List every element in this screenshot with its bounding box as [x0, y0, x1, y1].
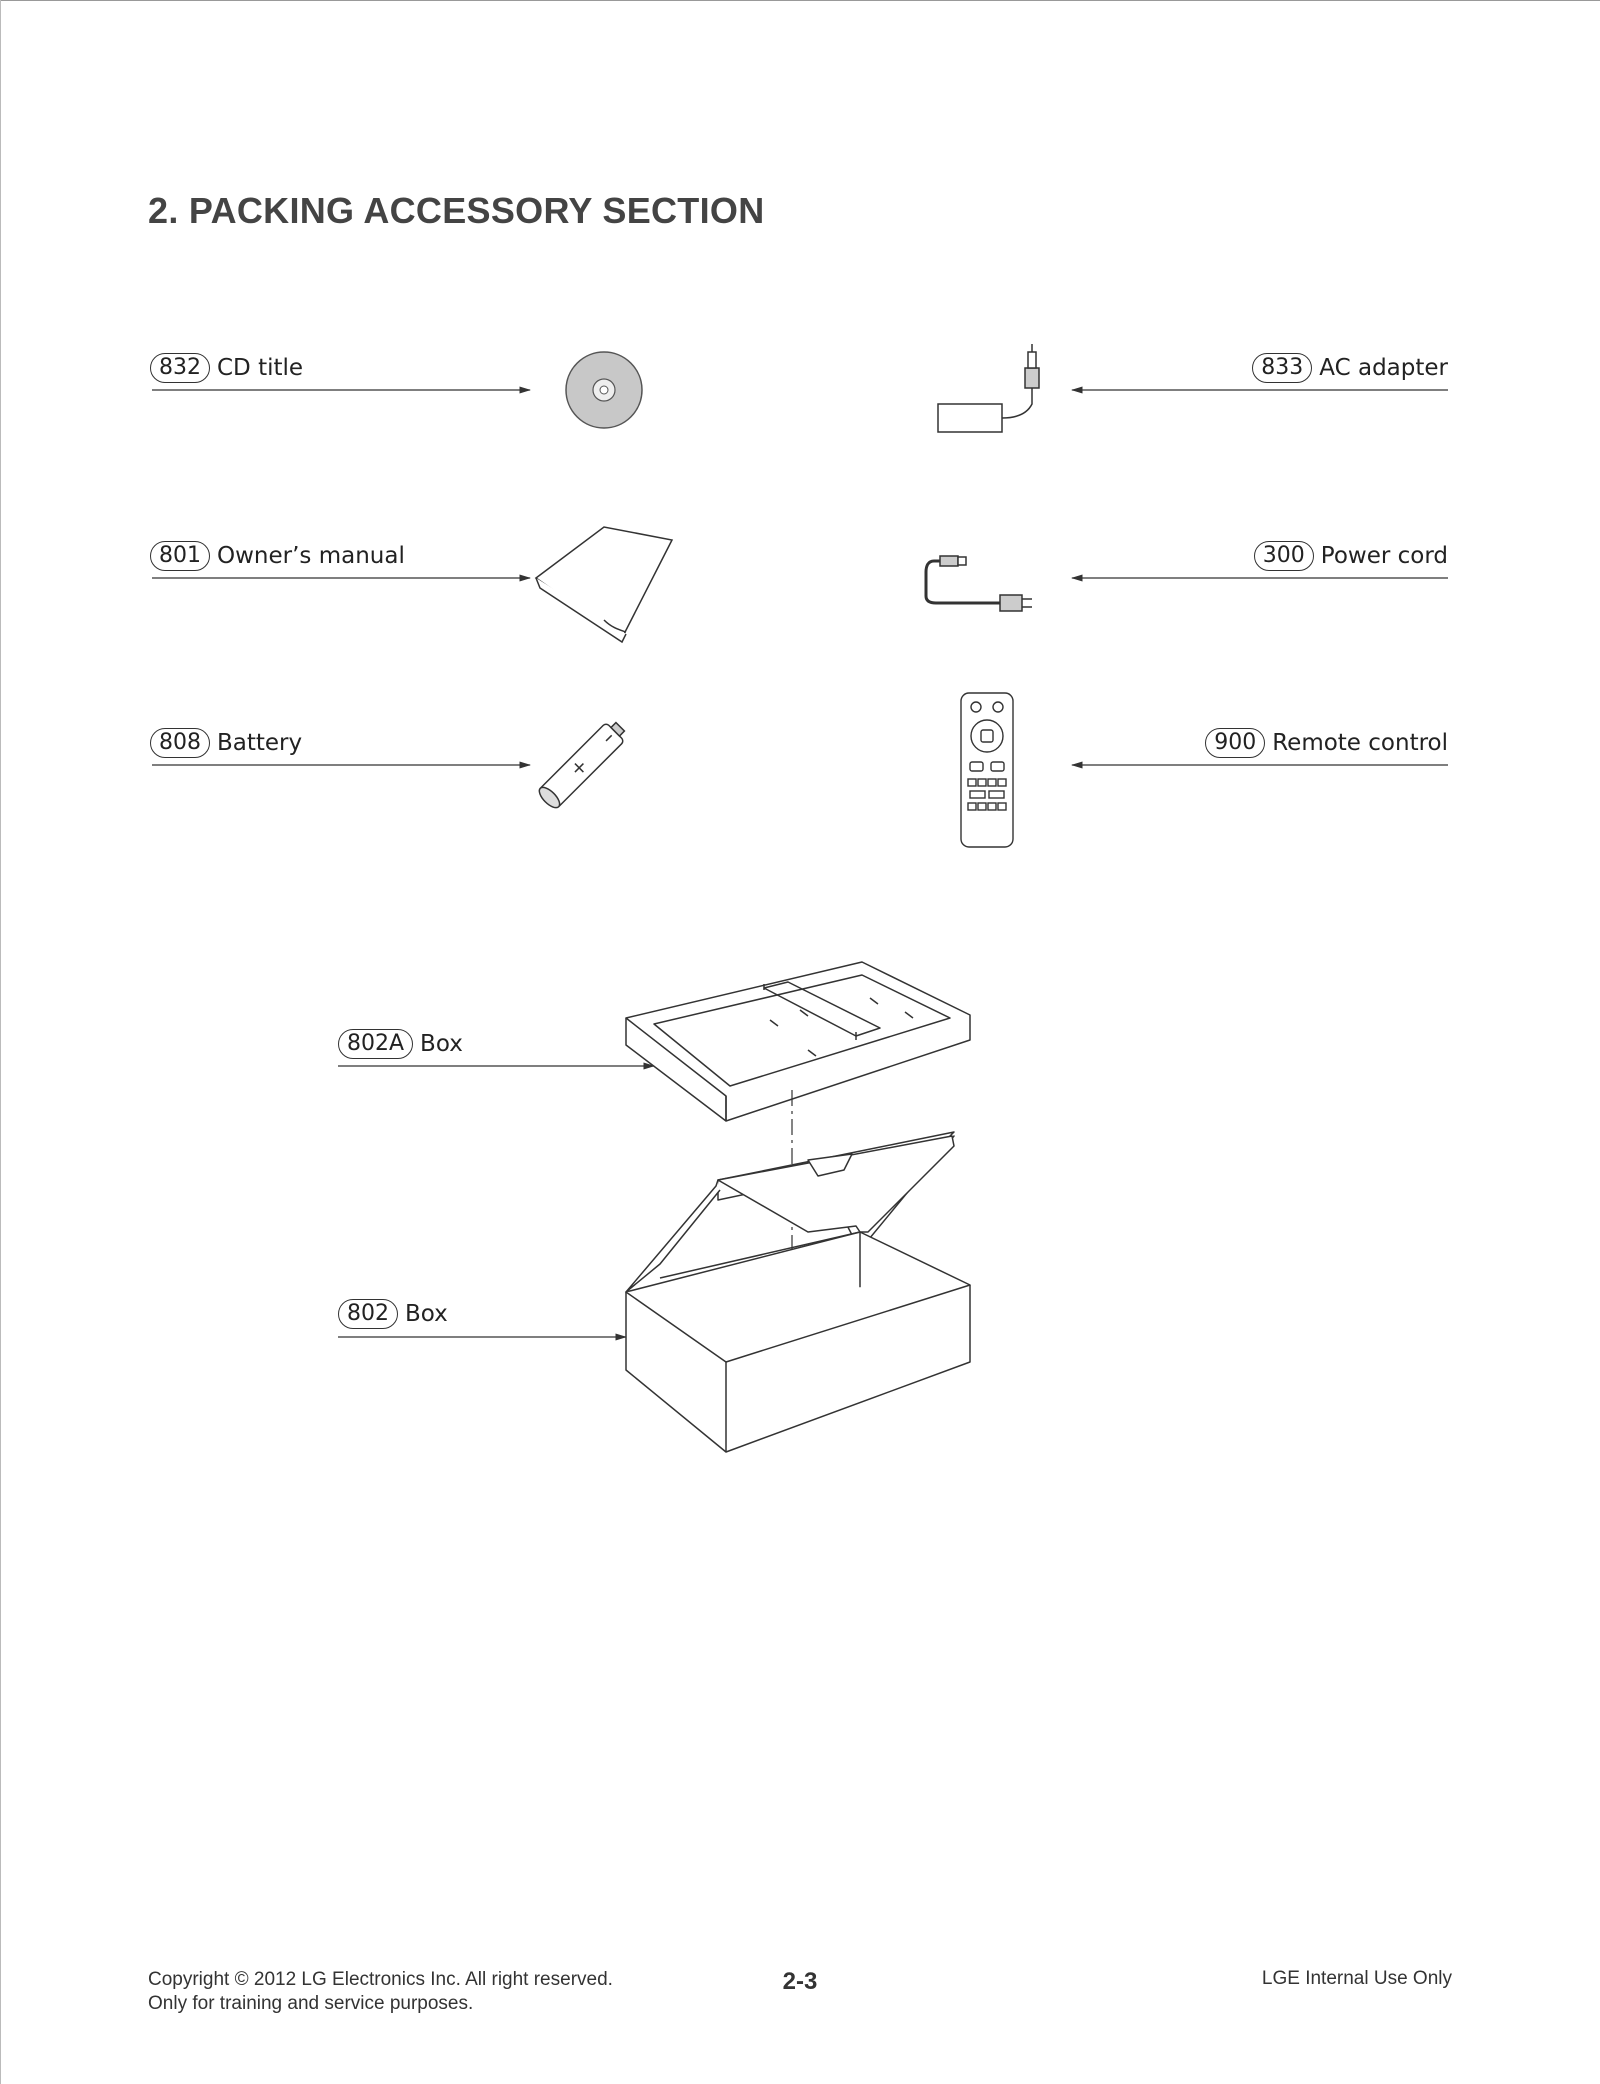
part-number: 802A [338, 1029, 414, 1059]
callout-ac-adapter: 833 AC adapter [1252, 351, 1448, 385]
part-number: 832 [150, 353, 210, 383]
part-number: 300 [1253, 541, 1314, 571]
cd-icon [565, 351, 643, 429]
usage-note: Only for training and service purposes. [148, 1993, 474, 2014]
callout-cd-title: 832 CD title [150, 351, 303, 385]
part-number: 801 [150, 541, 210, 571]
box-tray-icon [625, 961, 971, 1122]
manual-icon [534, 526, 674, 644]
power-cord-icon [924, 555, 1032, 612]
part-label: Owner’s manual [217, 543, 405, 569]
internal-use-note: LGE Internal Use Only [1261, 1968, 1452, 1989]
remote-control-icon [960, 692, 1014, 848]
footer-copyright: Copyright © 2012 LG Electronics Inc. All… [148, 1968, 613, 2016]
part-label: Power cord [1320, 543, 1448, 569]
page-title: 2. PACKING ACCESSORY SECTION [148, 190, 765, 231]
copyright-text: Copyright © 2012 LG Electronics Inc. All… [148, 1969, 613, 1990]
callout-power-cord: 300 Power cord [1253, 539, 1448, 573]
page-number: 2-3 [782, 1968, 818, 1995]
part-label: Box [420, 1031, 463, 1057]
callout-box: 802 Box [338, 1297, 448, 1331]
part-label: Box [405, 1301, 448, 1327]
part-label: AC adapter [1319, 355, 1448, 381]
part-label: CD title [217, 355, 304, 381]
page-border-left [0, 0, 1, 2084]
part-number: 900 [1205, 728, 1266, 758]
part-number: 833 [1252, 353, 1313, 383]
callout-remote-control: 900 Remote control [1205, 726, 1448, 760]
part-number: 808 [150, 728, 210, 758]
battery-icon [538, 721, 626, 809]
page-border [0, 0, 1600, 1]
leader-lines [152, 386, 1448, 1341]
part-label: Remote control [1272, 730, 1448, 756]
ac-adapter-icon [937, 344, 1040, 433]
callout-battery: 808 Battery [150, 726, 302, 760]
callout-box-tray: 802A Box [338, 1027, 463, 1061]
callout-owners-manual: 801 Owner’s manual [150, 539, 405, 573]
box-icon [625, 1131, 971, 1453]
part-label: Battery [217, 730, 303, 756]
part-number: 802 [338, 1299, 398, 1329]
